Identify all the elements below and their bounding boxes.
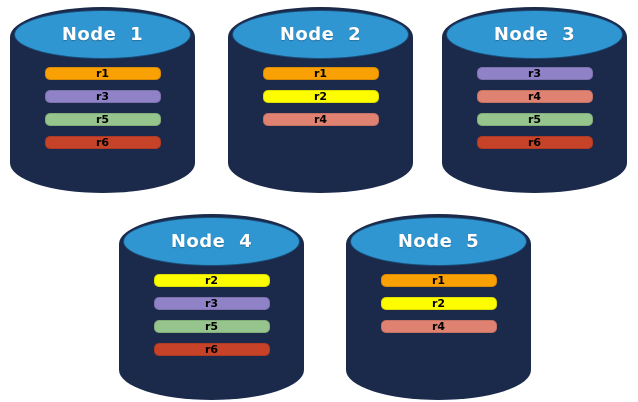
- cylinder-top-ellipse: [123, 217, 300, 266]
- node-title: Node 5: [397, 231, 480, 252]
- node-cylinder-4: Node 4 r2 r3 r5 r6: [119, 214, 304, 400]
- replica-bar-r4: r4: [262, 113, 379, 126]
- replica-bar-list: r1 r3 r5 r6: [10, 67, 195, 149]
- replica-bar-r2: r2: [153, 274, 270, 287]
- replica-bar-r6: r6: [476, 136, 593, 149]
- cylinder-top-ellipse: [446, 10, 623, 59]
- replica-bar-r6: r6: [153, 343, 270, 356]
- replica-bar-r4: r4: [476, 90, 593, 103]
- node-cylinder-3: Node 3 r3 r4 r5 r6: [442, 7, 627, 193]
- replica-bar-r1: r1: [262, 67, 379, 80]
- replica-bar-list: r3 r4 r5 r6: [442, 67, 627, 149]
- node-cylinder-1: Node 1 r1 r3 r5 r6: [10, 7, 195, 193]
- node-title: Node 3: [493, 24, 576, 45]
- replica-bar-r5: r5: [153, 320, 270, 333]
- replica-bar-r6: r6: [44, 136, 161, 149]
- cylinder-top-ellipse: [14, 10, 191, 59]
- replica-bar-r2: r2: [380, 297, 497, 310]
- replica-bar-r3: r3: [44, 90, 161, 103]
- node-cylinder-5: Node 5 r1 r2 r4: [346, 214, 531, 400]
- replica-bar-r5: r5: [476, 113, 593, 126]
- replica-bar-list: r2 r3 r5 r6: [119, 274, 304, 356]
- replica-bar-r1: r1: [44, 67, 161, 80]
- cylinder-top-ellipse: [232, 10, 409, 59]
- replica-bar-r3: r3: [476, 67, 593, 80]
- replica-bar-list: r1 r2 r4: [346, 274, 531, 333]
- replica-bar-r3: r3: [153, 297, 270, 310]
- replica-bar-list: r1 r2 r4: [228, 67, 413, 126]
- node-cylinder-2: Node 2 r1 r2 r4: [228, 7, 413, 193]
- replica-bar-r1: r1: [380, 274, 497, 287]
- replica-bar-r5: r5: [44, 113, 161, 126]
- cylinder-top-ellipse: [350, 217, 527, 266]
- replica-bar-r2: r2: [262, 90, 379, 103]
- node-title: Node 4: [170, 231, 253, 252]
- node-title: Node 2: [279, 24, 362, 45]
- replica-bar-r4: r4: [380, 320, 497, 333]
- node-title: Node 1: [61, 24, 144, 45]
